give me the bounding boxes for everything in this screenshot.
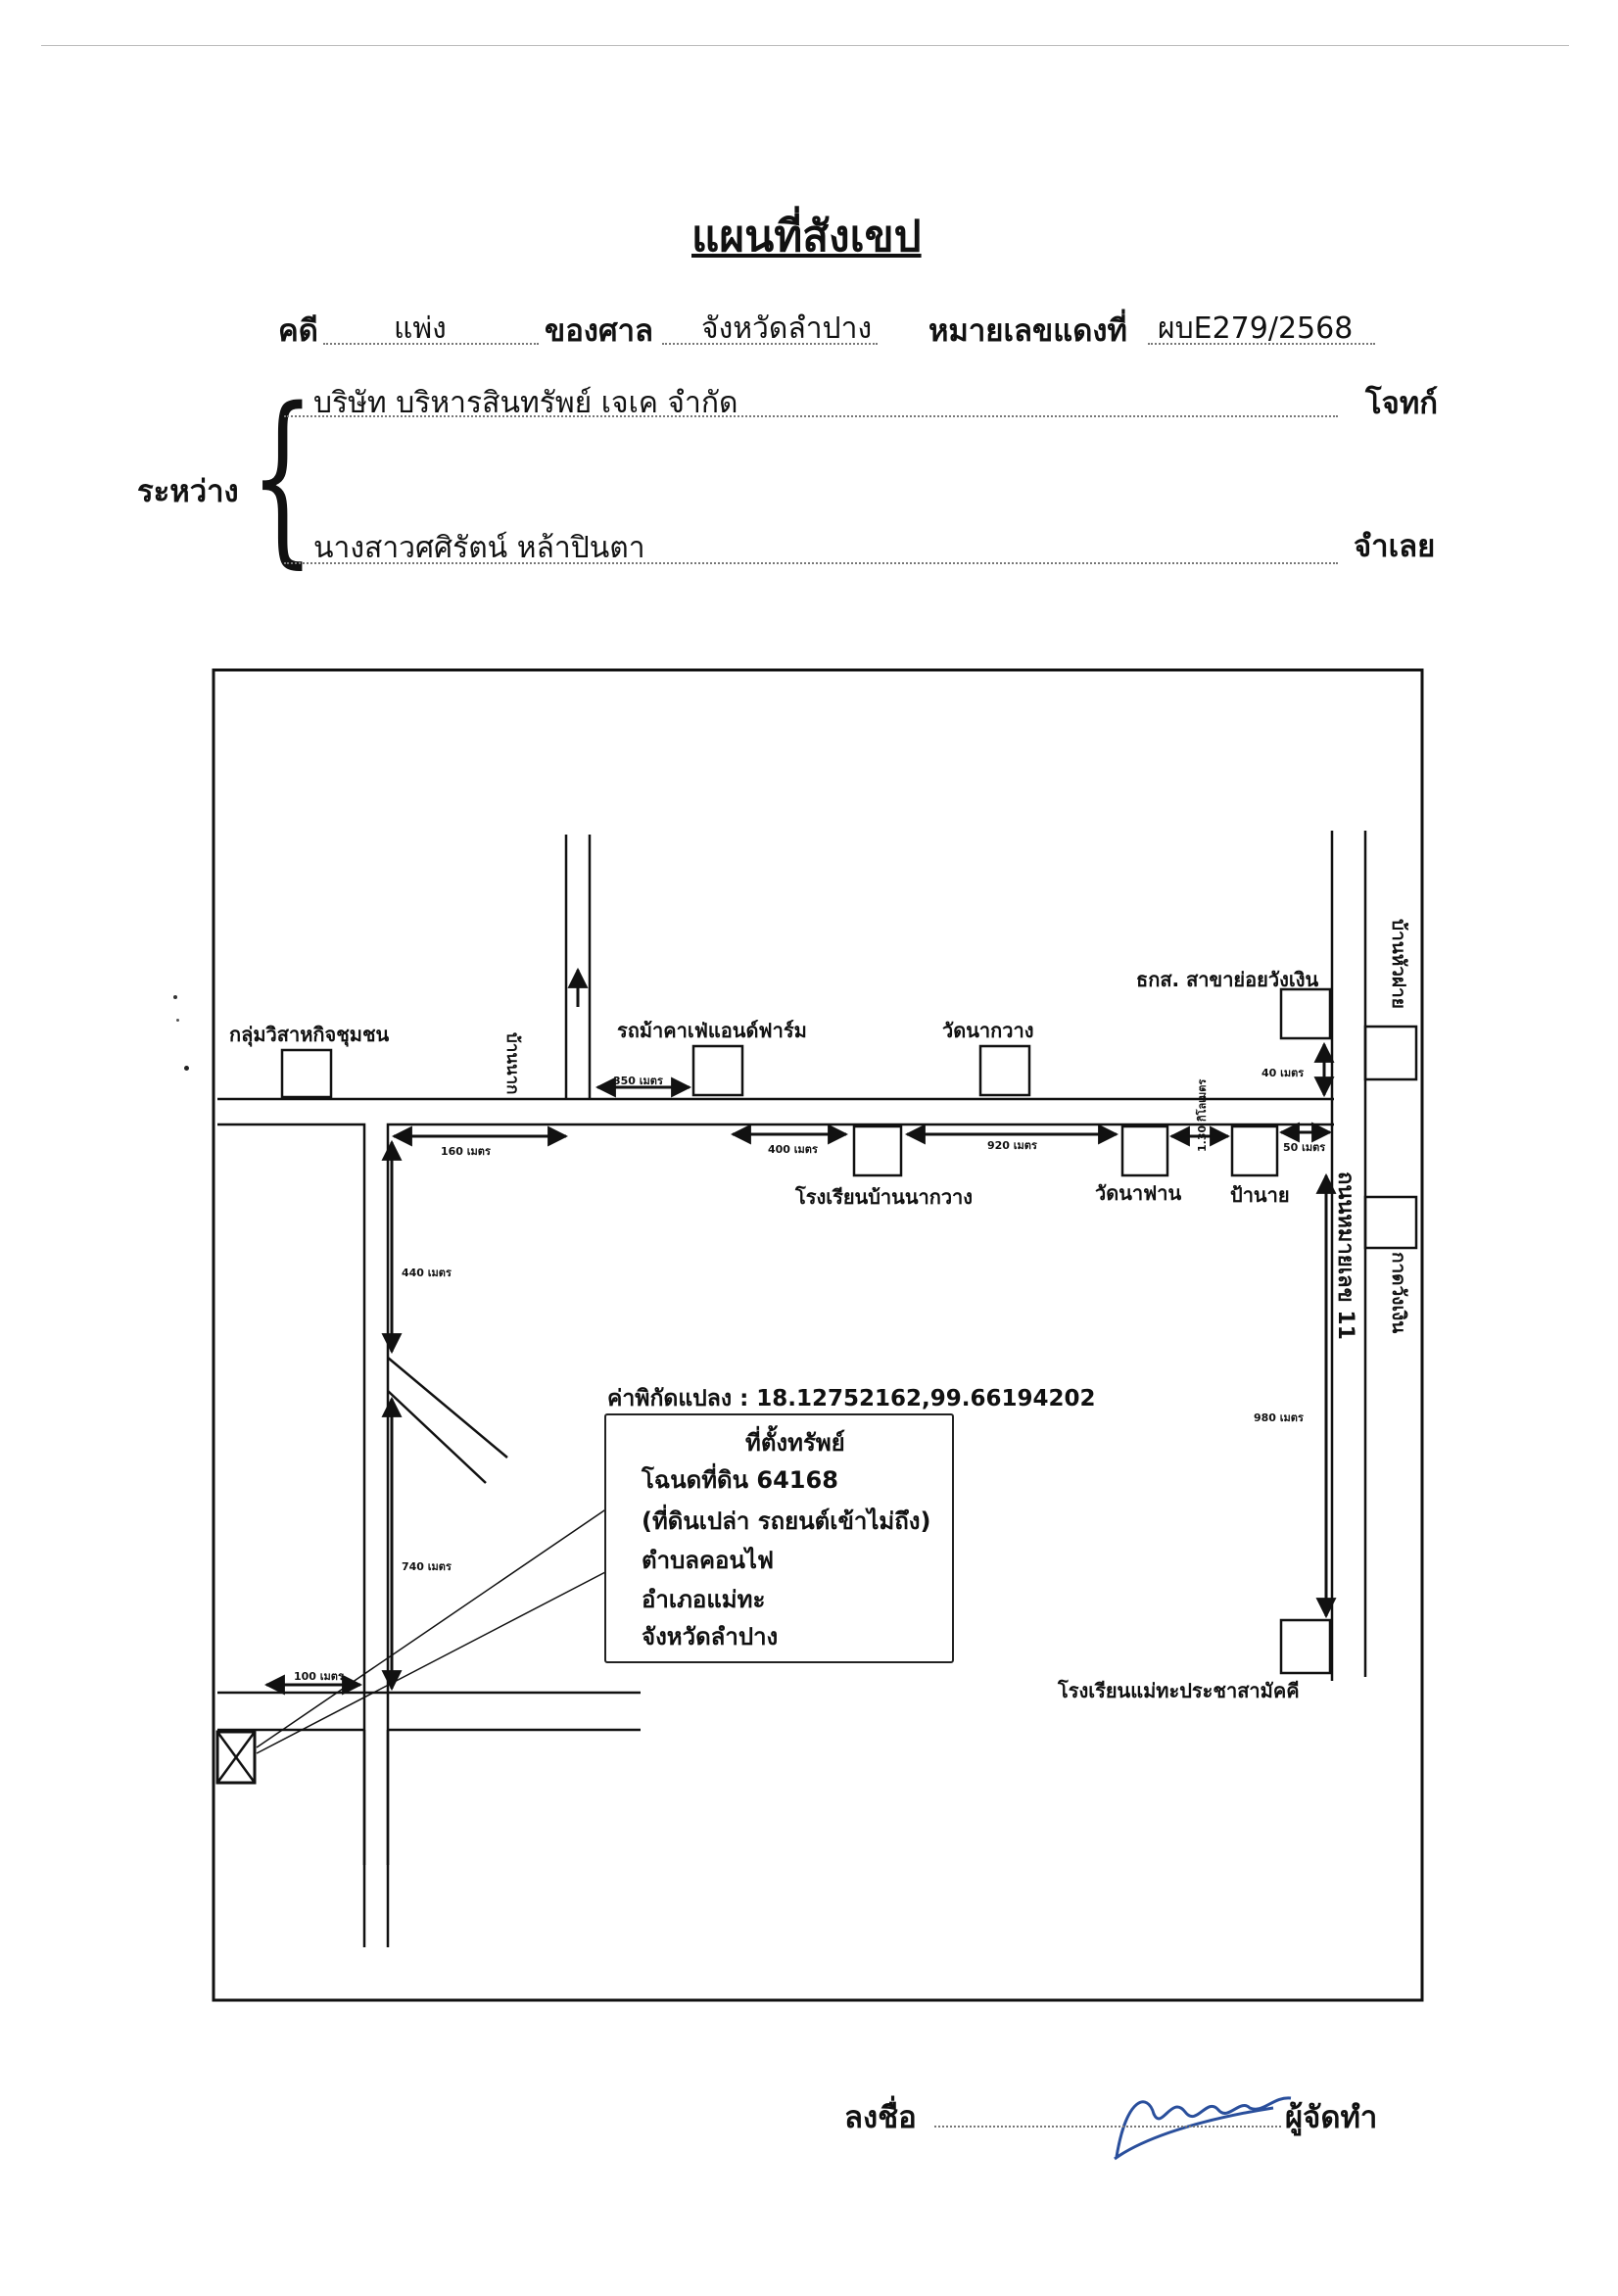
defendant-name: นางสาวศศิรัตน์ หล้าปินตา (313, 531, 645, 565)
sign-label: ลงชื่อ (844, 2100, 917, 2135)
road-diag-upper (387, 1357, 508, 1459)
distance-740: 740 เมตร (402, 1560, 452, 1573)
case-type: แพ่ง (394, 311, 447, 346)
distance-130km: 1.30 กิโลเมตร (1196, 1078, 1209, 1152)
building-cafe (691, 1044, 744, 1097)
label-road-side-top: บ้านนาก (502, 1032, 522, 1095)
property-info-box: ที่ตั้งทรัพย์ โฉนดที่ดิน 64168 (ที่ดินเป… (604, 1413, 954, 1663)
between-label: ระหว่าง (137, 474, 239, 509)
distance-400: 400 เมตร (768, 1143, 818, 1156)
info-heading: ที่ตั้งทรัพย์ (745, 1429, 845, 1457)
label-road-right-bottom: กาดวังเงิน (1388, 1252, 1409, 1334)
label-wat-nafan: วัดนาฟาน (1095, 1181, 1182, 1205)
distance-440: 440 เมตร (402, 1267, 452, 1279)
distance-350: 350 เมตร (613, 1075, 663, 1087)
page-title: แผนที่สังเขป (691, 212, 922, 262)
label-wat-nakwang: วัดนากวาง (942, 1019, 1034, 1042)
red-number-line (1148, 343, 1375, 345)
target-parcel (215, 1730, 257, 1785)
signature (1114, 2096, 1292, 2161)
red-number-label: หมายเลขแดงที่ (928, 313, 1127, 349)
party-brace: { (250, 368, 315, 585)
distance-920: 920 เมตร (987, 1139, 1037, 1152)
label-school-maetha: โรงเรียนแม่ทะประชาสามัคคี (1058, 1679, 1300, 1702)
distance-40: 40 เมตร (1261, 1067, 1305, 1079)
court-line (662, 343, 878, 345)
info-district: อำเภอแม่ทะ (642, 1586, 766, 1613)
case-type-line (323, 343, 539, 345)
leader-line-lower (256, 1570, 608, 1754)
building-wat-nafan (1120, 1124, 1169, 1177)
parcel-coordinates: ค่าพิกัดแปลง : 18.12752162,99.66194202 (607, 1386, 1096, 1411)
map-frame (212, 668, 1424, 2002)
case-label: คดี (278, 313, 318, 349)
leader-line-upper (256, 1507, 608, 1748)
building-maetha-school (1279, 1618, 1332, 1675)
label-pa-nai: ป้านาย (1230, 1183, 1290, 1207)
info-subdistrict: ตำบลคอนไฟ (642, 1547, 774, 1574)
building-school (852, 1124, 903, 1177)
info-note: (ที่ดินเปล่า รถยนต์เข้าไม่ถึง) (642, 1507, 931, 1535)
label-baac: ธกส. สาขาย่อยวังเงิน (1136, 968, 1319, 991)
building-wat-nakwang (978, 1044, 1031, 1097)
court-label: ของศาล (545, 313, 654, 349)
building-community (280, 1048, 333, 1099)
info-province: จังหวัดลำปาง (642, 1623, 779, 1650)
plaintiff-line (284, 415, 1338, 417)
stray-mark (176, 1019, 179, 1022)
defendant-role: จำเลย (1354, 529, 1436, 564)
building-baac (1279, 987, 1332, 1040)
label-community-group: กลุ่มวิสาหกิจชุมชน (229, 1023, 390, 1046)
target-cross-b (215, 1731, 257, 1784)
label-cafe-farm: รถม้าคาเฟ่แอนด์ฟาร์ม (617, 1019, 807, 1042)
plaintiff-role: โจทก์ (1365, 386, 1439, 421)
court-name: จังหวัดลำปาง (701, 311, 873, 346)
plaintiff-name: บริษัท บริหารสินทรัพย์ เจเค จำกัด (313, 386, 738, 420)
defendant-line (284, 562, 1338, 564)
road-left-inner (217, 1123, 366, 1865)
label-highway: ถนนหมายเลข 11 (1333, 1172, 1357, 1340)
stray-mark (173, 995, 177, 999)
red-number: ผบE279/2568 (1158, 311, 1354, 346)
building-right-top (1363, 1025, 1418, 1081)
building-pa-nai (1230, 1124, 1279, 1177)
top-rule (41, 45, 1569, 46)
distance-100: 100 เมตร (294, 1670, 344, 1683)
label-road-right-top: บ้านหัวฝาย (1388, 919, 1409, 1009)
distance-160: 160 เมตร (441, 1145, 491, 1158)
signature-line (934, 2126, 1281, 2128)
distance-980: 980 เมตร (1254, 1411, 1304, 1424)
distance-50: 50 เมตร (1283, 1141, 1326, 1154)
preparer-label: ผู้จัดทำ (1285, 2100, 1378, 2135)
road-diag-lower (387, 1390, 487, 1484)
info-deed: โฉนดที่ดิน 64168 (642, 1466, 838, 1494)
building-right-bottom (1363, 1195, 1418, 1250)
stray-mark (184, 1066, 189, 1071)
label-school-ban-nakwang: โรงเรียนบ้านนากวาง (795, 1185, 974, 1209)
